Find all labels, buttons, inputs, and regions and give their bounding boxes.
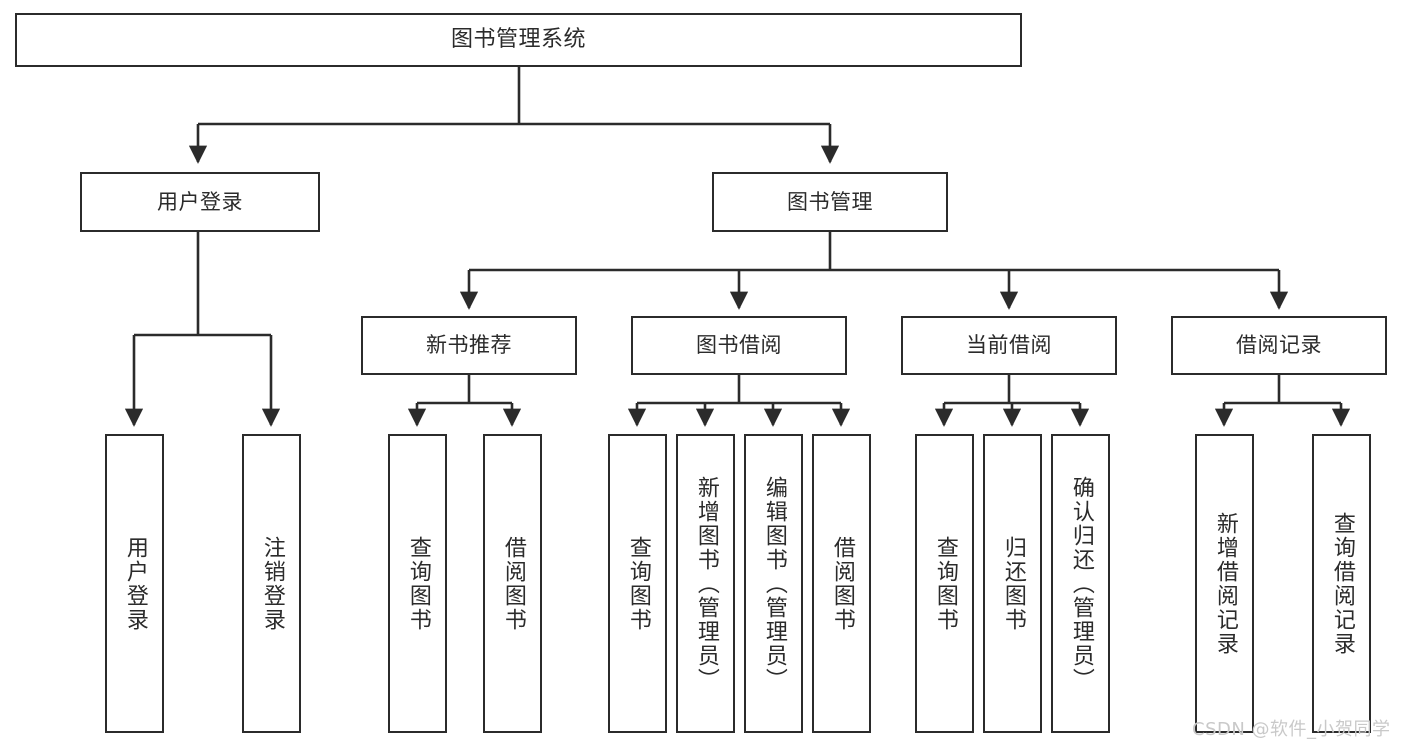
node-label: 用户登录	[122, 535, 148, 632]
node-leaf-return-book[interactable]: 归还图书	[983, 434, 1042, 733]
node-leaf-borrow-book-2[interactable]: 借阅图书	[812, 434, 871, 733]
node-book-manage[interactable]: 图书管理	[712, 172, 948, 232]
node-label: 图书管理	[787, 189, 873, 214]
node-label: 查询图书	[405, 535, 431, 632]
node-leaf-logout-login[interactable]: 注销登录	[242, 434, 301, 733]
node-label: 借阅图书	[500, 535, 526, 632]
node-label: 图书借阅	[696, 333, 782, 358]
node-leaf-query-book-3[interactable]: 查询图书	[915, 434, 974, 733]
node-leaf-query-record[interactable]: 查询借阅记录	[1312, 434, 1371, 733]
node-borrow-record[interactable]: 借阅记录	[1171, 316, 1387, 375]
node-label: 新书推荐	[426, 333, 512, 358]
node-leaf-add-book[interactable]: 新增图书（管理员）	[676, 434, 735, 733]
node-label: 查询图书	[932, 535, 958, 632]
node-label: 查询图书	[625, 535, 651, 632]
node-leaf-user-login[interactable]: 用户登录	[105, 434, 164, 733]
node-label: 新增借阅记录	[1212, 511, 1238, 656]
node-leaf-query-book-2[interactable]: 查询图书	[608, 434, 667, 733]
node-label: 借阅记录	[1236, 333, 1322, 358]
node-label: 新增图书（管理员）	[693, 475, 719, 692]
node-root-system[interactable]: 图书管理系统	[15, 13, 1022, 67]
node-leaf-borrow-book-1[interactable]: 借阅图书	[483, 434, 542, 733]
node-label: 图书管理系统	[450, 27, 586, 53]
node-label: 归还图书	[1000, 535, 1026, 632]
node-leaf-edit-book[interactable]: 编辑图书（管理员）	[744, 434, 803, 733]
node-user-login[interactable]: 用户登录	[80, 172, 320, 232]
node-label: 确认归还（管理员）	[1068, 475, 1094, 692]
node-label: 当前借阅	[966, 333, 1052, 358]
node-leaf-query-book-1[interactable]: 查询图书	[388, 434, 447, 733]
node-leaf-add-record[interactable]: 新增借阅记录	[1195, 434, 1254, 733]
node-label: 用户登录	[157, 189, 243, 214]
node-label: 编辑图书（管理员）	[761, 475, 787, 692]
node-leaf-confirm-return[interactable]: 确认归还（管理员）	[1051, 434, 1110, 733]
node-label: 查询借阅记录	[1329, 511, 1355, 656]
node-current-borrow[interactable]: 当前借阅	[901, 316, 1117, 375]
node-label: 注销登录	[259, 535, 285, 632]
node-new-book-recommend[interactable]: 新书推荐	[361, 316, 577, 375]
node-book-borrow[interactable]: 图书借阅	[631, 316, 847, 375]
node-label: 借阅图书	[829, 535, 855, 632]
